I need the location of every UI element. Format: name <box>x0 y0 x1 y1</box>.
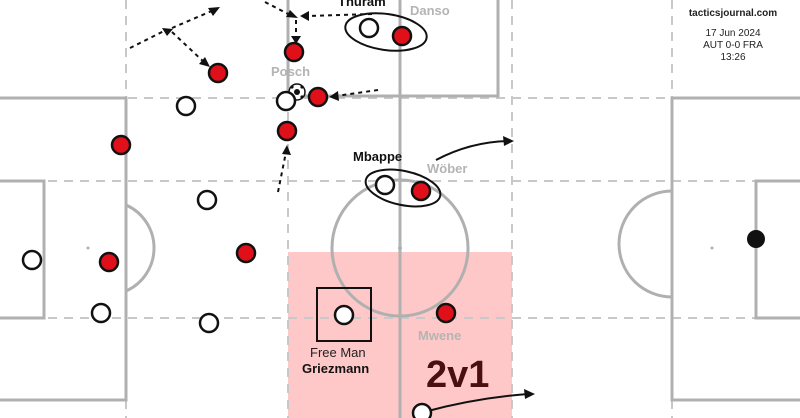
site-name: tacticsjournal.com <box>688 8 778 19</box>
player-white <box>374 174 396 196</box>
free-man-box <box>316 287 372 342</box>
label-mwene: Mwene <box>418 328 462 343</box>
player-white <box>175 95 197 117</box>
arrow-heads <box>162 7 339 155</box>
label-griezmann: Griezmann <box>302 361 370 376</box>
player-white <box>411 402 433 418</box>
player-red <box>307 86 329 108</box>
player-red <box>276 120 298 142</box>
white-players <box>21 17 433 418</box>
run-arrow-head-top <box>503 136 514 146</box>
right-penalty-spot <box>710 246 714 250</box>
match-score: AUT 0-0 FRA <box>703 40 763 51</box>
player-red <box>110 134 132 156</box>
match-time: 13:26 <box>720 52 746 63</box>
player-red <box>98 251 120 273</box>
label-free-man: Free Man <box>310 345 366 360</box>
overload-label: 2v1 <box>426 354 490 396</box>
thuram-danso-ellipse <box>344 12 428 52</box>
run-arrow-head-bottom <box>524 389 535 399</box>
center-spot <box>398 246 402 250</box>
player-white <box>358 17 380 39</box>
player-white <box>333 304 355 326</box>
player-white <box>90 302 112 324</box>
label-thuram: Thuram <box>338 0 386 9</box>
player-red <box>391 25 413 47</box>
label-mbappe: Mbappe <box>353 149 403 164</box>
red-players <box>98 25 457 324</box>
player-white <box>275 90 297 112</box>
label-posch: Posch <box>271 64 311 79</box>
player-white <box>198 312 220 334</box>
player-red <box>283 41 305 63</box>
match-date: 17 Jun 2024 <box>705 28 761 39</box>
player-red <box>235 242 257 264</box>
player-white <box>196 189 218 211</box>
run-arrows <box>423 140 529 413</box>
player-red <box>435 302 457 324</box>
goalkeeper-black <box>747 230 765 248</box>
mbappe-wober-ellipse <box>364 168 442 208</box>
player-red <box>207 62 229 84</box>
press-arrows <box>129 1 379 193</box>
label-wober: Wöber <box>427 161 468 176</box>
match-info: tacticsjournal.com 17 Jun 2024 AUT 0-0 F… <box>678 8 788 64</box>
player-red <box>410 180 432 202</box>
label-danso: Danso <box>410 3 450 18</box>
player-white <box>21 249 43 271</box>
left-penalty-spot <box>86 246 90 250</box>
